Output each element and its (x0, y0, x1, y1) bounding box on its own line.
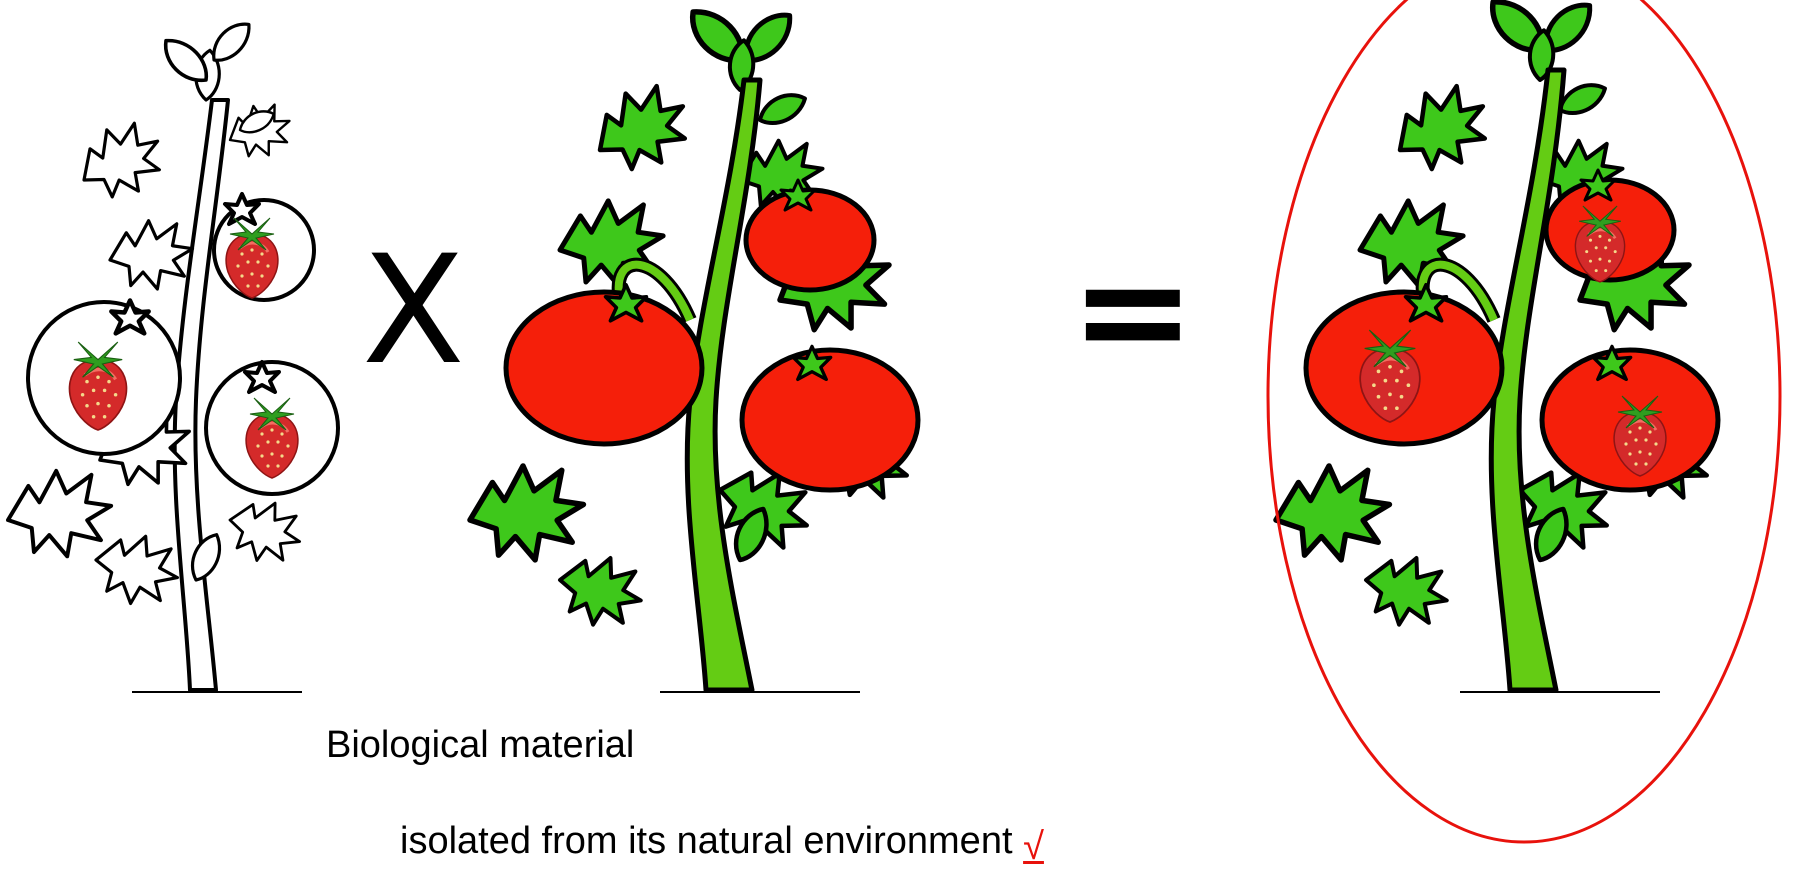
tomato-left (506, 292, 702, 444)
tomato-bottom (742, 350, 918, 490)
caption-isolated-text: isolated from its natural environment (400, 820, 1013, 862)
outline-plant (1, 17, 338, 692)
outline-leaves (1, 17, 322, 611)
cross-operator: X (362, 236, 465, 386)
hybrid-plant (1268, 0, 1720, 692)
diagram-canvas (0, 0, 1796, 848)
caption-biological-material: Biological material (326, 724, 634, 767)
caption-isolated: isolated from its natural environment √ (400, 820, 1044, 863)
equals-operator: = (1070, 236, 1196, 386)
tomato-plant (462, 0, 920, 692)
